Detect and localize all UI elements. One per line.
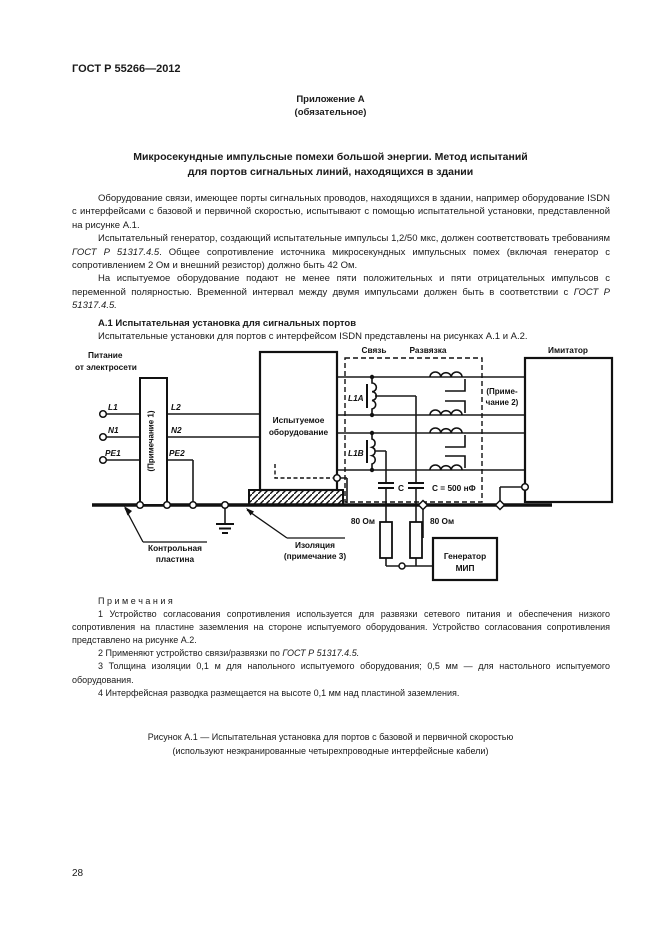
terminal-label-pe1: PE1 — [105, 448, 121, 458]
arrowhead-icon — [124, 506, 132, 516]
coupling-label: Связь — [361, 345, 386, 355]
notes-block: П р и м е ч а н и я 1 Устройство согласо… — [72, 595, 610, 700]
junction-dots — [369, 374, 375, 473]
resistor-left-label: 80 Ом — [351, 516, 375, 526]
resistor-right — [409, 521, 423, 559]
paragraph: На испытуемое оборудование подают не мен… — [72, 272, 610, 312]
insulation-label: Изоляция — [295, 540, 335, 550]
generator-box — [431, 536, 499, 582]
arrowhead-icon — [246, 508, 254, 516]
gost-reference: ГОСТ Р 51317.4.5. — [282, 648, 360, 659]
capacitor-letter: С — [398, 483, 404, 493]
terminal-label-l1: L1 — [108, 402, 118, 412]
terminal-label-pe2: PE2 — [169, 448, 185, 458]
terminal-label-l2: L2 — [171, 402, 181, 412]
figure-caption-line1: Рисунок А.1 — Испытательная установка дл… — [147, 732, 514, 742]
note-item: 1 Устройство согласования сопротивления … — [72, 609, 610, 646]
power-label: от электросети — [75, 362, 137, 372]
doc-title-line2: для портов сигнальных линий, находящихся… — [187, 165, 474, 178]
note-item: 4 Интерфейсная разводка размещается на в… — [98, 687, 460, 698]
simulator-box — [523, 356, 614, 504]
l1a-label: L1A — [348, 393, 364, 403]
paragraph-text: Испытательный генератор, создающий испыт… — [98, 233, 610, 245]
note-text: 2 Применяют устройство связи/развязки по — [98, 648, 283, 659]
terminal-circles — [98, 409, 530, 570]
gost-reference: ГОСТ Р 51317.4.5. — [72, 286, 610, 312]
paragraph: Оборудование связи, имеющее порты сигнал… — [72, 192, 610, 232]
l1b-label: L1B — [348, 448, 364, 458]
generator-label: МИП — [456, 563, 475, 573]
decoupling-label: Развязка — [410, 345, 447, 355]
note-item: 2 Применяют устройство связи/развязки по… — [72, 647, 610, 660]
eut-label: Испытуемое — [273, 415, 325, 425]
matching-network-box — [139, 377, 168, 506]
paragraph: Испытательный генератор, создающий испыт… — [72, 232, 610, 272]
body-text: Оборудование связи, имеющее порты сигнал… — [72, 192, 610, 343]
capacitor-value: С = 500 нФ — [432, 483, 476, 493]
gost-reference: ГОСТ Р 51317.4.5 — [72, 246, 160, 258]
appendix-label: Приложение А — [296, 94, 365, 105]
section-intro: Испытательные установки для портов с инт… — [98, 331, 528, 343]
earth-symbol-icon — [216, 523, 234, 534]
simulator-label: Имитатор — [548, 345, 588, 355]
note2-ref-label: (Приме- — [486, 387, 518, 396]
paragraph-text: . Общее сопротивление источника микросек… — [72, 246, 611, 272]
eut-earth-dashed-wire — [274, 464, 333, 479]
test-setup-diagram: Питание от электросети L1 N1 PE1 L2 N2 P… — [75, 345, 614, 582]
appendix-kind: (обязательное) — [294, 107, 367, 118]
insulation-label: (примечание 3) — [284, 551, 347, 561]
ground-plate-label: Контрольная — [148, 543, 202, 553]
paragraph-text: Оборудование связи, имеющее порты сигнал… — [72, 193, 610, 231]
generator-label: Генератор — [444, 551, 486, 561]
coupling-decoupling-dashed-box — [344, 357, 483, 503]
eut-label: оборудование — [269, 427, 329, 437]
inductor-l1b-icon — [366, 433, 376, 470]
figure-caption-line2: (используют неэкранированные четырехпров… — [172, 745, 489, 756]
doc-header: ГОСТ Р 55266—2012 — [72, 63, 181, 75]
doc-title-line1: Микросекундные импульсные помехи большой… — [133, 151, 528, 163]
power-label: Питание — [88, 350, 123, 360]
notes-heading: П р и м е ч а н и я — [98, 596, 173, 606]
decoupling-chokes-icon — [429, 371, 466, 471]
matching-box-label: (Примечание 1) — [147, 410, 156, 471]
doc-title: Микросекундные импульсные помехи большой… — [0, 150, 661, 179]
note2-ref-label: чание 2) — [486, 398, 519, 407]
appendix-block: Приложение А (обязательное) — [0, 93, 661, 119]
figure-caption: Рисунок А.1 — Испытательная установка дл… — [0, 731, 661, 758]
ground-plate-label: пластина — [156, 554, 195, 564]
paragraph-text: На испытуемое оборудование подают не мен… — [72, 273, 610, 298]
note-item: 3 Толщина изоляции 0,1 м для напольного … — [72, 661, 610, 685]
section-heading: А.1 Испытательная установка для сигнальн… — [98, 317, 357, 329]
insulation-pad — [248, 489, 344, 506]
leader-lines — [124, 507, 345, 543]
resistor-left — [379, 521, 393, 559]
inductor-l1a-icon — [366, 377, 378, 415]
resistor-right-label: 80 Ом — [430, 516, 454, 526]
terminal-label-n2: N2 — [171, 425, 182, 435]
terminal-label-n1: N1 — [108, 425, 119, 435]
page-number: 28 — [72, 868, 84, 879]
capacitor-icons — [378, 482, 424, 489]
